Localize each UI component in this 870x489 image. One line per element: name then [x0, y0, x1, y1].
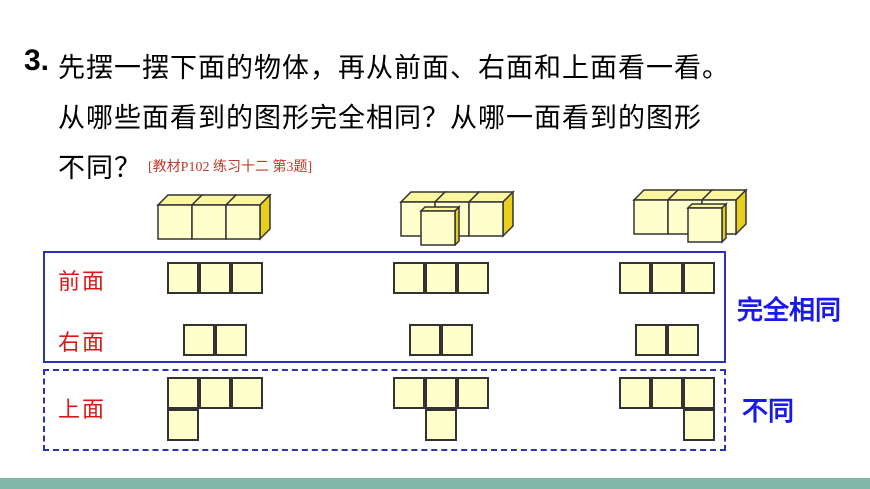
grid-square	[683, 377, 715, 409]
grid-square	[619, 262, 651, 294]
question-line-3: 不同？ [教材P102 练习十二 第3题]	[58, 146, 312, 185]
grid-square	[425, 377, 457, 409]
grid-square	[457, 262, 489, 294]
grid-square	[167, 409, 199, 441]
grid-square	[441, 324, 473, 356]
right-view-label: 右面	[58, 331, 107, 356]
grid-square	[393, 377, 425, 409]
grid-square	[651, 377, 683, 409]
question-line-2: 从哪些面看到的图形完全相同？从哪一面看到的图形	[58, 103, 702, 134]
different-answer-label: 不同	[742, 397, 795, 427]
front-view-label: 前面	[58, 270, 107, 295]
textbook-reference: [教材P102 练习十二 第3题]	[148, 160, 313, 175]
top-view-label: 上面	[58, 398, 107, 423]
same-views-frame	[43, 251, 726, 363]
grid-square	[457, 377, 489, 409]
cube-object-3	[632, 188, 748, 244]
question-line-1: 先摆一摆下面的物体，再从前面、右面和上面看一看。	[58, 53, 730, 84]
grid-square	[683, 409, 715, 441]
grid-square	[393, 262, 425, 294]
grid-square	[167, 262, 199, 294]
grid-square	[635, 324, 667, 356]
grid-square	[231, 377, 263, 409]
grid-square	[199, 262, 231, 294]
grid-square	[183, 324, 215, 356]
grid-square	[651, 262, 683, 294]
grid-square	[667, 324, 699, 356]
grid-square	[683, 262, 715, 294]
grid-square	[409, 324, 441, 356]
grid-square	[425, 262, 457, 294]
grid-square	[425, 409, 457, 441]
different-views-frame	[43, 369, 726, 451]
cube-object-2	[399, 190, 515, 246]
grid-square	[199, 377, 231, 409]
grid-square	[167, 377, 199, 409]
cube-object-1	[156, 193, 272, 241]
question-number: 3.	[24, 44, 50, 77]
same-answer-label: 完全相同	[737, 296, 842, 326]
grid-square	[215, 324, 247, 356]
question-line-3-text: 不同？	[58, 153, 142, 184]
grid-square	[231, 262, 263, 294]
grid-square	[619, 377, 651, 409]
bottom-decorative-bar	[0, 478, 870, 489]
